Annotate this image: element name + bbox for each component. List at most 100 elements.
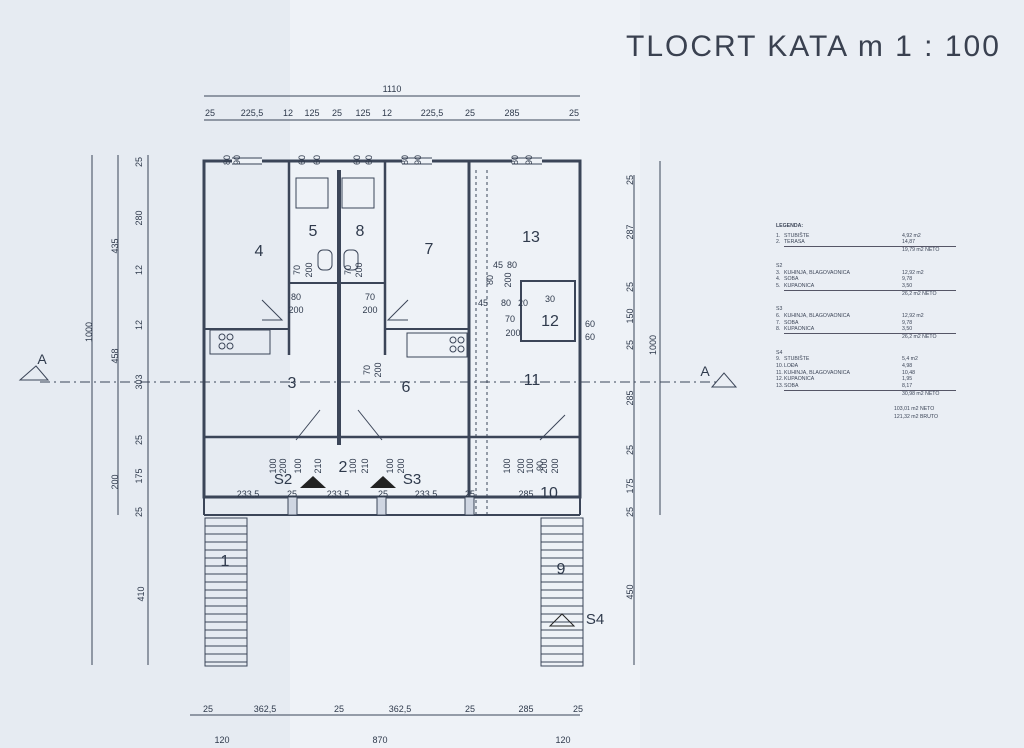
kitchen-counter — [406, 332, 468, 358]
legend-name: KUPAONICA — [784, 376, 815, 383]
legend-name: KUPAONICA — [784, 282, 815, 289]
dim-right-inner: 25 — [625, 175, 635, 185]
dim-opening: 90 — [232, 155, 242, 165]
stair-mark-s4 — [548, 613, 576, 627]
legend-subtotal: 26,2 m2 NETO — [784, 289, 956, 298]
dim-bath-12: 30 — [545, 294, 555, 304]
stair-mark-s3 — [370, 476, 396, 488]
room-number-11: 11 — [524, 372, 541, 389]
dim-door-swing: 200 — [362, 305, 377, 315]
dim-right-inner: 175 — [625, 478, 635, 493]
legend-name: SOBA — [784, 319, 799, 326]
dim-bottom-total: 870 — [372, 735, 387, 745]
dim-door: 100 — [502, 458, 512, 473]
dim-opening: 80 — [510, 155, 520, 165]
legend-number: 9. — [776, 356, 781, 363]
dim-opening: 60 — [312, 155, 322, 165]
dim-left-inner: 12 — [134, 265, 144, 275]
dim-left-inner: 280 — [134, 210, 144, 225]
legend-number: 12. — [776, 376, 784, 383]
dim-right-inner: 150 — [625, 308, 635, 323]
dim-lower-chain: 233,5 — [237, 489, 260, 499]
dim-bottom-chain: 25 — [465, 704, 475, 714]
dim-top-chain: 25 — [332, 108, 342, 118]
legend-number: 10. — [776, 363, 784, 370]
stair-mark-s2 — [300, 476, 326, 488]
paper-panel-middle — [290, 0, 640, 748]
legend-name: KUHINJA, BLAGOVAONICA — [784, 313, 850, 320]
room-number-2: 2 — [339, 459, 348, 476]
dim-lower-chain: 25 — [378, 489, 388, 499]
legend-name: STUBIŠTE — [784, 356, 810, 363]
column — [376, 496, 387, 516]
legend-number: 8. — [776, 326, 781, 333]
toilet-fixture — [343, 249, 359, 271]
paper-panel-right — [640, 0, 1024, 748]
dim-bath-12: 20 — [518, 298, 528, 308]
dim-right-outer: 1000 — [648, 335, 658, 355]
dim-right-inner: 285 — [625, 390, 635, 405]
legend-area: 1,95 — [902, 376, 913, 383]
legend-total-bruto: 121,32 m2 BRUTO — [894, 413, 939, 420]
dim-bottom-chain: 25 — [334, 704, 344, 714]
legend-number: 2. — [776, 239, 781, 246]
dim-bottom-total: 120 — [555, 735, 570, 745]
dim-right-inner: 25 — [625, 282, 635, 292]
dim-bath-12: 60 — [585, 332, 595, 342]
dim-door: 100 — [525, 458, 535, 473]
column — [287, 496, 298, 516]
dim-door-swing: 70 — [362, 365, 372, 375]
legend-name: KUHINJA, BLAGOVAONICA — [784, 369, 850, 376]
dim-door-swing: 80 — [291, 292, 301, 302]
dim-bath-12: 70 — [505, 314, 515, 324]
dim-bath-12: 200 — [505, 328, 520, 338]
legend-unit-label: S3 — [776, 306, 783, 313]
legend-area: 3,50 — [902, 326, 913, 333]
dim-bath-12: 60 — [585, 319, 595, 329]
dim-opening: 60 — [297, 155, 307, 165]
legend-name: SOBA — [784, 382, 799, 389]
dim-bottom-chain: 362,5 — [254, 704, 277, 714]
dim-door-swing: 200 — [354, 262, 364, 277]
room-number-1: 1 — [221, 553, 230, 570]
dim-top-chain: 12 — [283, 108, 293, 118]
dim-door: 100 — [385, 458, 395, 473]
dim-door: 200 — [539, 458, 549, 473]
legend-name: KUHINJA, BLAGOVAONICA — [784, 269, 850, 276]
stair-1 — [204, 517, 248, 667]
dim-lower-chain: 233,5 — [415, 489, 438, 499]
dim-bottom-chain: 285 — [518, 704, 533, 714]
dim-bath-12: 45 — [478, 298, 488, 308]
legend-name: SOBA — [784, 276, 799, 283]
room-number-5: 5 — [309, 223, 318, 240]
legend-row: 9.STUBIŠTE 5,4 m2 — [776, 357, 976, 364]
legend-subtotal: 26,2 m2 NETO — [784, 333, 956, 341]
legend-area: 12,92 m2 — [902, 313, 924, 320]
legend-area: 12,92 m2 — [902, 269, 924, 276]
legend-subtotal-value: 26,2 m2 NETO — [902, 290, 937, 297]
legend-subtotal-value: 19,79 m2 NETO — [902, 247, 940, 254]
dim-door: 200 — [550, 458, 560, 473]
legend-area: 10,48 — [902, 369, 915, 376]
dim-top-chain: 25 — [569, 108, 579, 118]
legend-subtotal-value: 30,98 m2 NETO — [902, 390, 940, 397]
dim-top-chain: 25 — [205, 108, 215, 118]
dim-door: 210 — [360, 458, 370, 473]
dim-door-swing: 80 — [507, 260, 517, 270]
legend-subtotal: 30,98 m2 NETO — [784, 389, 956, 398]
dim-opening: 90 — [524, 155, 534, 165]
room-number-10: 10 — [540, 485, 558, 502]
legend-area: 5,4 m2 — [902, 356, 918, 363]
room-number-3: 3 — [288, 375, 297, 392]
dim-bottom-chain: 25 — [573, 704, 583, 714]
